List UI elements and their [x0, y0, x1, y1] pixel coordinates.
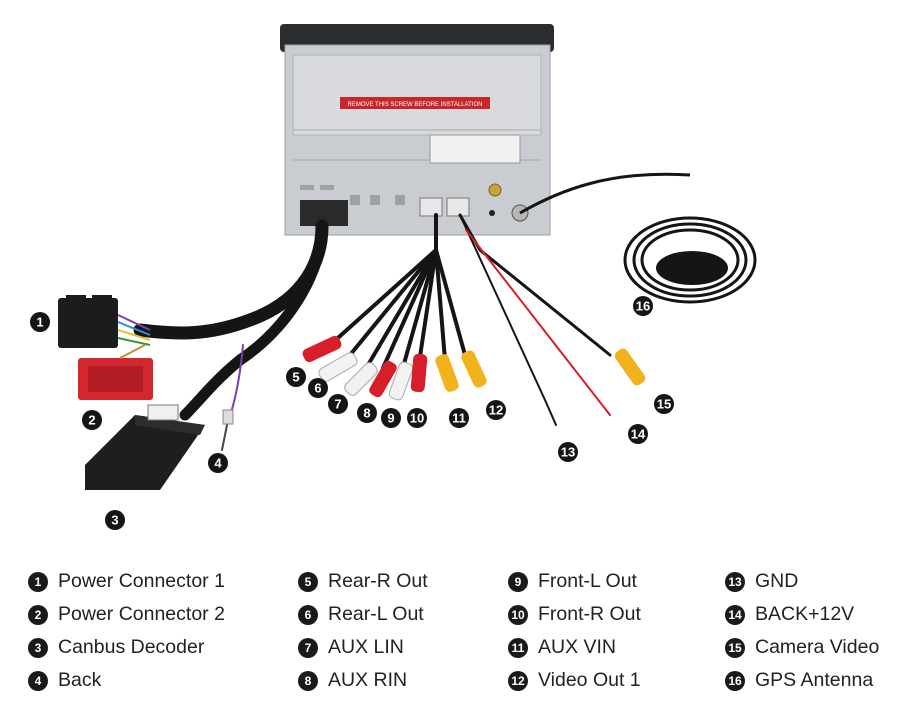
callout-15: 15: [654, 394, 674, 414]
callout-10: 10: [407, 408, 427, 428]
gps-port: [488, 183, 502, 197]
wiring-diagram: REMOVE THIS SCREW BEFORE INSTALLATION: [30, 24, 757, 530]
svg-text:7: 7: [334, 397, 341, 412]
callout-8: 8: [357, 403, 377, 423]
svg-text:4: 4: [214, 456, 222, 471]
svg-text:11: 11: [452, 411, 466, 426]
callout-16: 16: [633, 296, 653, 316]
svg-text:3: 3: [111, 513, 118, 528]
spec-label: [429, 134, 521, 164]
callout-3: 3: [105, 510, 125, 530]
svg-text:6: 6: [314, 381, 321, 396]
svg-text:16: 16: [636, 299, 650, 314]
svg-text:10: 10: [410, 411, 424, 426]
svg-text:1: 1: [36, 315, 43, 330]
warning-sticker: [340, 97, 490, 109]
power-connector-1: [58, 295, 151, 348]
svg-text:12: 12: [489, 403, 503, 418]
callout-9: 9: [381, 408, 401, 428]
svg-text:2: 2: [88, 413, 95, 428]
callout-12: 12: [486, 400, 506, 420]
main-harness: [133, 219, 329, 451]
head-unit: REMOVE THIS SCREW BEFORE INSTALLATION: [280, 24, 554, 236]
callout-14: 14: [628, 424, 648, 444]
callout-5: 5: [286, 367, 306, 387]
callout-13: 13: [558, 442, 578, 462]
svg-text:9: 9: [387, 411, 394, 426]
svg-text:5: 5: [292, 370, 299, 385]
svg-text:14: 14: [631, 427, 646, 442]
callout-6: 6: [308, 378, 328, 398]
callout-11: 11: [449, 408, 469, 428]
warning-sticker-text: REMOVE THIS SCREW BEFORE INSTALLATION: [347, 102, 482, 108]
callout-2: 2: [82, 410, 102, 430]
callout-7: 7: [328, 394, 348, 414]
rca-harness: [328, 213, 612, 426]
rca-plugs: [302, 335, 646, 401]
canbus-decoder: [85, 404, 205, 490]
callout-1: 1: [30, 312, 50, 332]
callout-4: 4: [208, 453, 228, 473]
svg-text:8: 8: [363, 406, 370, 421]
svg-text:15: 15: [657, 397, 671, 412]
svg-text:13: 13: [561, 445, 575, 460]
power-connector-2: [78, 344, 153, 400]
gps-antenna: [519, 172, 757, 304]
